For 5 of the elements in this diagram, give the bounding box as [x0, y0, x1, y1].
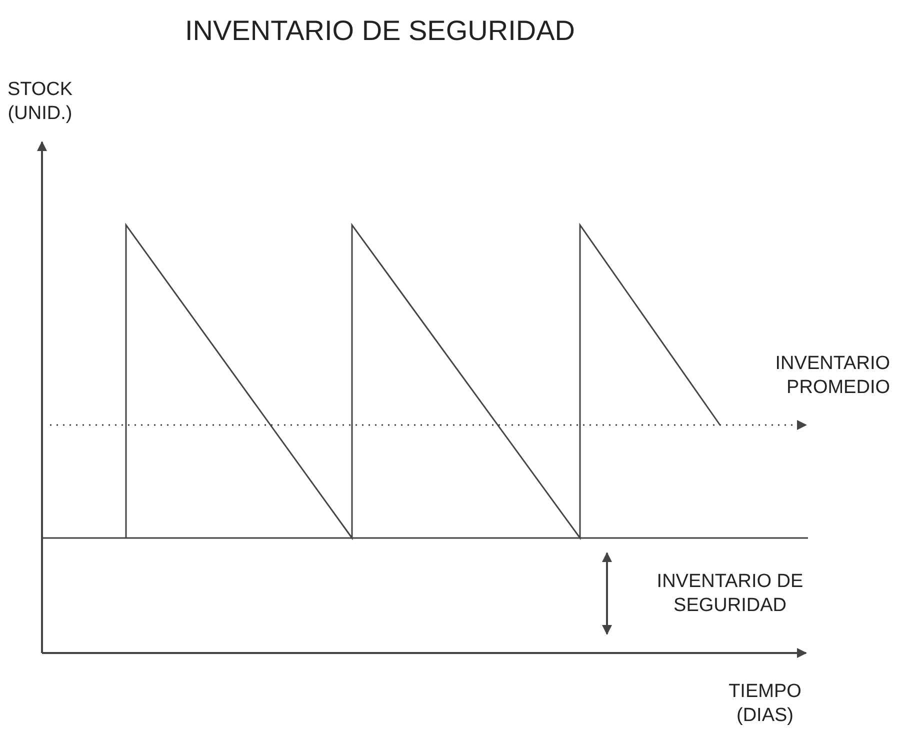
axis-label: STOCK (UNID.) — [6, 78, 74, 126]
line-label: INVENTARIO PROMEDIO — [774, 352, 890, 400]
axis-label: TIEMPO (DIAS) — [728, 680, 802, 728]
dimension-label: INVENTARIO DE SEGURIDAD — [656, 570, 804, 618]
chart-title: INVENTARIO DE SEGURIDAD — [184, 14, 576, 48]
